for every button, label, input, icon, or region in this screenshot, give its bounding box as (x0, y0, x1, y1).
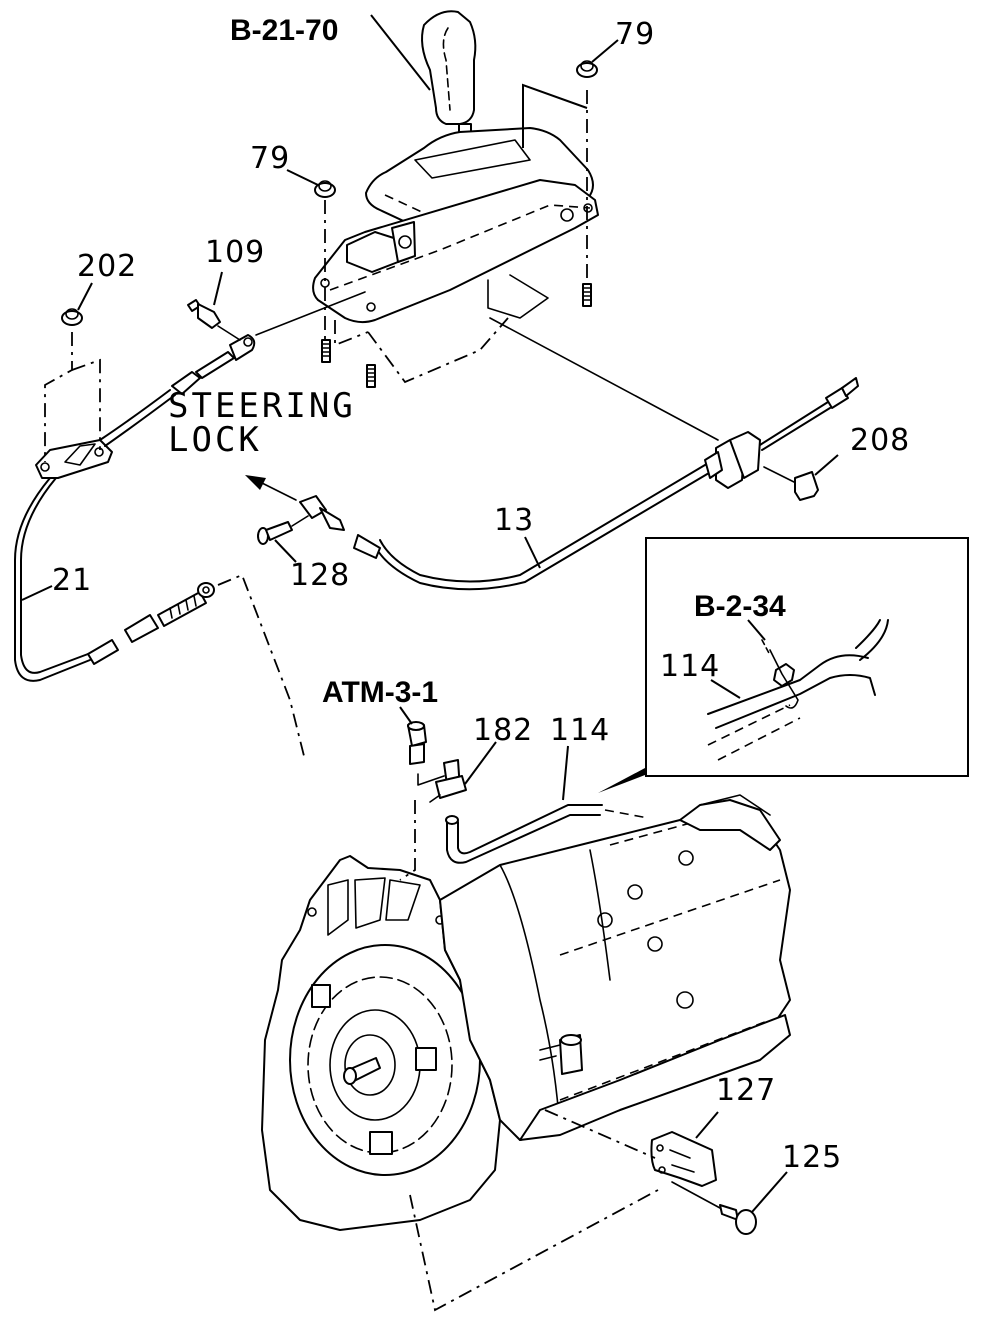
steering-lock-cable-21[interactable] (14, 332, 306, 761)
part-number-114[interactable]: 114 (550, 713, 610, 748)
part-number-109[interactable]: 109 (205, 235, 265, 270)
part-number-125[interactable]: 125 (782, 1140, 842, 1175)
shift-knob[interactable] (421, 10, 477, 125)
detail-inset (645, 537, 969, 777)
breather-hose-114[interactable] (445, 804, 649, 864)
stud (366, 364, 376, 388)
shift-control-cable-13[interactable] (299, 317, 859, 591)
part-number-79-left[interactable]: 79 (250, 141, 290, 176)
stud (582, 283, 592, 307)
part-number-114-inset[interactable]: 114 (660, 649, 720, 684)
ref-b-21-70[interactable]: B-21-70 (230, 14, 338, 47)
part-number-128[interactable]: 128 (290, 558, 350, 593)
stud (321, 339, 331, 363)
pin-128[interactable] (257, 515, 309, 545)
inset-pointer (598, 768, 645, 793)
part-number-127[interactable]: 127 (716, 1073, 776, 1108)
part-number-182[interactable]: 182 (473, 713, 533, 748)
steering-lock-label-line2: LOCK (168, 420, 262, 460)
flange-nut-79-upper[interactable] (576, 60, 598, 78)
shift-housing-base[interactable] (312, 179, 599, 324)
part-number-21[interactable]: 21 (52, 563, 92, 598)
part-number-13[interactable]: 13 (494, 503, 534, 538)
steering-lock-label-line1: STEERING (168, 386, 356, 426)
shift-control-assembly[interactable] (312, 10, 599, 388)
pin-109[interactable] (187, 299, 241, 341)
ref-atm-3-1[interactable]: ATM-3-1 (322, 676, 438, 709)
ref-b-2-34[interactable]: B-2-34 (694, 590, 786, 623)
breather-fitting-atm-3-1[interactable] (407, 721, 427, 765)
transmission-assembly[interactable] (261, 794, 791, 1231)
flange-nut-202[interactable] (61, 308, 83, 326)
clip-208[interactable] (794, 471, 819, 501)
direction-arrow (245, 475, 297, 501)
bracket-127[interactable] (544, 1109, 717, 1187)
part-number-208[interactable]: 208 (850, 423, 910, 458)
clip-182[interactable] (399, 759, 467, 881)
bolt-125[interactable] (671, 1181, 757, 1235)
part-number-79-upper[interactable]: 79 (615, 17, 655, 52)
flange-nut-79-left[interactable] (314, 180, 336, 198)
part-number-202[interactable]: 202 (77, 249, 137, 284)
